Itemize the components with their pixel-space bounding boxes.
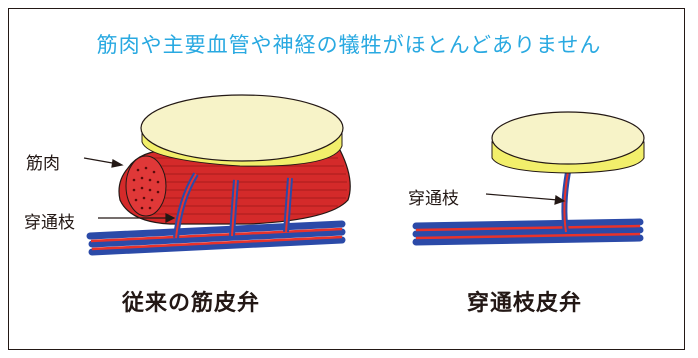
main-vessels-left xyxy=(86,220,346,256)
skin-disc-right xyxy=(491,111,645,165)
caption-musculocutaneous-flap: 従来の筋皮弁 xyxy=(122,291,261,316)
skin-disc-left xyxy=(140,94,344,162)
pointer-line-right xyxy=(485,193,566,205)
pointer-lines-left xyxy=(83,157,176,223)
headline: 筋肉や主要血管や神経の犠牲がほとんどありません xyxy=(96,33,602,57)
label-perforator-right: 穿通枝 xyxy=(408,189,459,209)
label-perforator-left: 穿通枝 xyxy=(24,213,75,233)
muscle-cut-dots xyxy=(132,166,160,210)
caption-perforator-flap: 穿通枝皮弁 xyxy=(467,291,583,316)
label-muscle: 筋肉 xyxy=(26,154,60,174)
main-vessel-right xyxy=(412,218,644,246)
muscle-cut-end xyxy=(125,155,167,217)
musculocutaneous-flap-drawing xyxy=(86,94,351,256)
perforator-flap-drawing xyxy=(412,111,645,246)
perforators-left xyxy=(173,172,293,239)
